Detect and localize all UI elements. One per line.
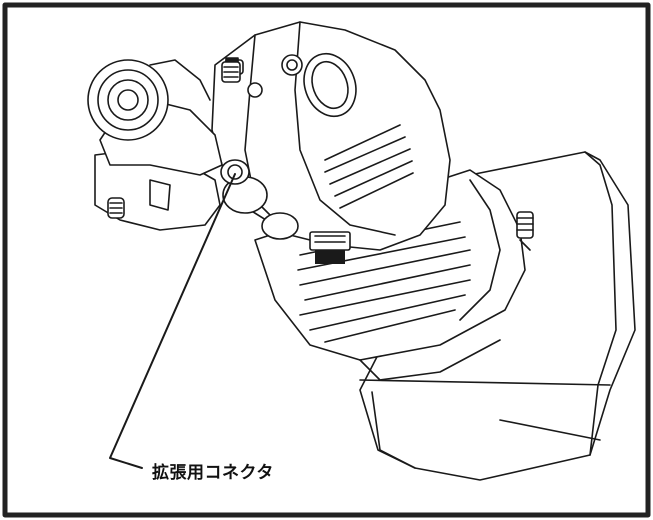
callout-leader-line bbox=[109, 173, 236, 469]
connector-cluster bbox=[220, 159, 351, 264]
top-knob bbox=[221, 61, 241, 83]
lens-mount bbox=[87, 59, 223, 231]
barrel-knob bbox=[516, 211, 534, 239]
lens-barrel bbox=[254, 169, 531, 381]
lens-body bbox=[211, 21, 451, 251]
callout-label: 拡張用コネクタ bbox=[152, 463, 274, 483]
lens-hood bbox=[359, 151, 636, 481]
